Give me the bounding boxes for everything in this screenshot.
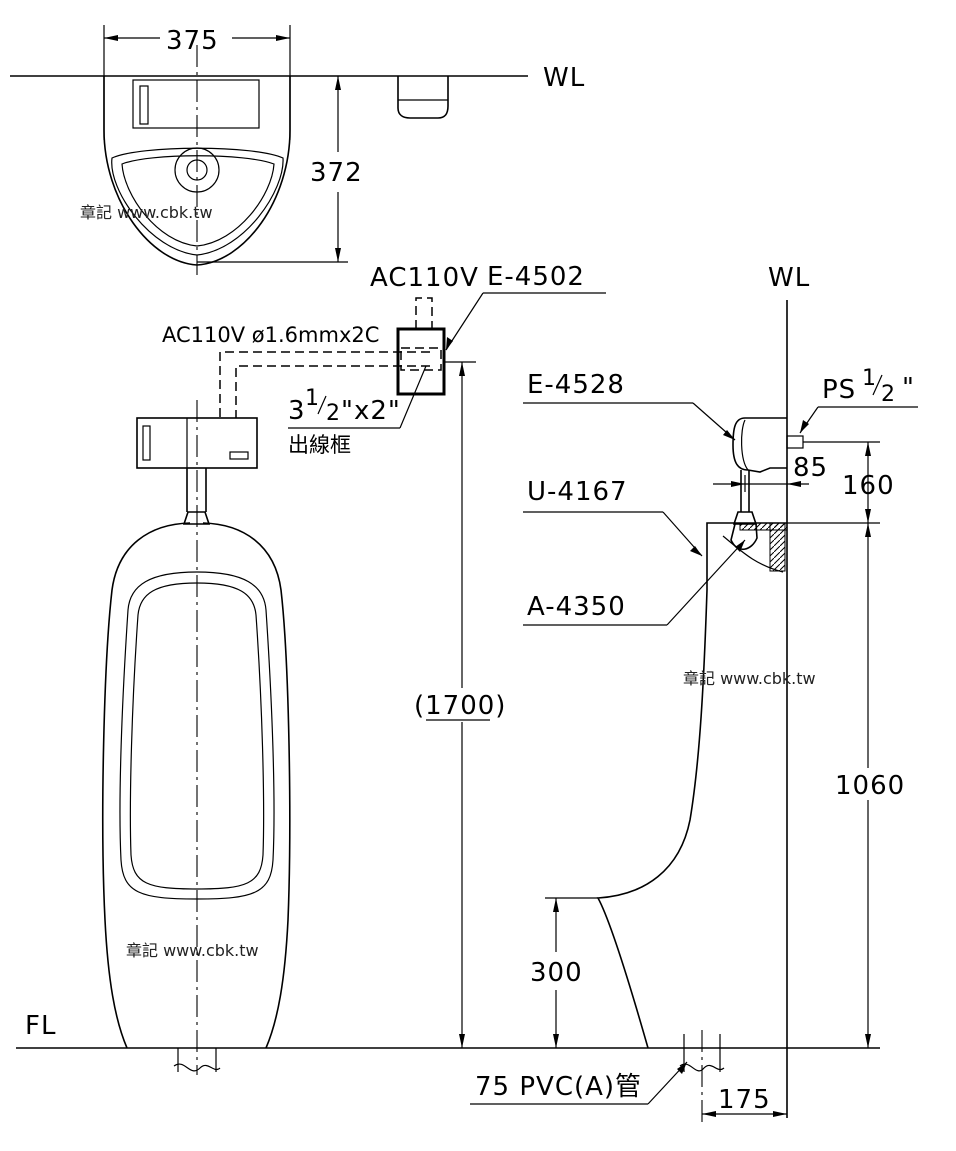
- side-view: WL E-4528 PS 1 2 " 85: [470, 263, 918, 1122]
- urinal-plan-sensor-window: [139, 85, 149, 125]
- outlet-box-label: 出線框: [288, 433, 351, 457]
- dim-1700-text: (1700): [414, 691, 506, 721]
- box-size-leader: [399, 365, 427, 429]
- box-size-suffix: "x2": [341, 396, 401, 426]
- pipe-label: 75 PVC(A)管: [475, 1072, 642, 1102]
- dim-300-arrow-bottom: [553, 1034, 559, 1048]
- dim-175-arrow-left: [702, 1111, 716, 1117]
- ac-cable-label: AC110V ø1.6mmx2C: [162, 323, 379, 347]
- part-u4167-label: U-4167: [527, 477, 628, 507]
- flush-sensor-window: [142, 425, 151, 461]
- ps-suffix: ": [902, 373, 915, 403]
- urinal-front-bowl-inner: [129, 582, 265, 890]
- dim-1060-arrow-bottom: [865, 1034, 871, 1048]
- side-spud: [732, 511, 758, 525]
- box-size-frac-bar: [317, 395, 327, 415]
- dim-1700-arrow-bottom: [459, 1034, 465, 1048]
- front-view: AC110V AC110V ø1.6mmx2C E-4502 3 1 2 "x2…: [101, 262, 606, 1075]
- dim-160-arrow-bottom: [865, 509, 871, 523]
- dim-175-arrow-right: [773, 1111, 787, 1117]
- part-e4502-arrow: [446, 337, 453, 350]
- dim-375-arrow-right: [276, 35, 290, 41]
- dim-160-text: 160: [842, 471, 895, 501]
- spud-connector: [182, 511, 211, 525]
- dim-300-arrow-top: [553, 898, 559, 912]
- dim-372-text: 372: [310, 158, 363, 188]
- front-drain-break: [173, 1063, 221, 1072]
- ps-arrow: [800, 420, 809, 433]
- part-a4350-arrow: [735, 540, 745, 552]
- ps-frac-bar: [872, 374, 883, 396]
- flush-sensor-indicator: [229, 451, 249, 460]
- watermark-side: 章記 www.cbk.tw: [683, 669, 816, 688]
- watermark-front: 章記 www.cbk.tw: [126, 941, 259, 960]
- part-e4528-label: E-4528: [527, 370, 625, 400]
- dim-1060-text: 1060: [835, 771, 905, 801]
- watermark-plan: 章記 www.cbk.tw: [80, 203, 213, 222]
- dim-1700-arrow-top: [459, 362, 465, 376]
- wl-label-top: WL: [543, 63, 585, 93]
- ac-supply-label: AC110V: [370, 263, 479, 293]
- supply-conduit-up: [415, 297, 433, 329]
- part-a4350-leader: [666, 539, 746, 626]
- dim-1060-arrow-top: [865, 523, 871, 537]
- dim-300-text: 300: [530, 958, 583, 988]
- box-size-frac-den: 2: [326, 401, 340, 426]
- dim-85-arrow-left: [731, 481, 745, 487]
- valve-plan-body: [397, 76, 449, 119]
- dim-372-arrow-top: [335, 76, 341, 90]
- pipe-arrow: [677, 1062, 687, 1074]
- dim-372-arrow-bottom: [335, 248, 341, 262]
- outlet-box-inner: [400, 347, 442, 371]
- plan-view: WL 375 372 章記 www.cbk.tw: [10, 25, 585, 275]
- ps-prefix: PS: [822, 375, 856, 405]
- ps-frac-num: 1: [862, 366, 876, 391]
- urinal-front-outline: [101, 522, 291, 1049]
- part-e4528-arrow: [723, 430, 735, 440]
- dim-85-arrow-right: [787, 481, 801, 487]
- outlet-box: [396, 327, 446, 396]
- supply-stub: [786, 435, 804, 449]
- dim-85-text: 85: [793, 453, 828, 483]
- part-a4350-label: A-4350: [527, 592, 626, 622]
- box-size-frac-num: 1: [305, 386, 319, 411]
- dim-175-text: 175: [718, 1085, 771, 1115]
- front-drain-pipe: [177, 1048, 217, 1072]
- part-e4502-label: E-4502: [487, 262, 585, 292]
- urinal-plan-inner2: [121, 155, 275, 247]
- dim-375-arrow-left: [104, 35, 118, 41]
- wl-label-side: WL: [768, 263, 810, 293]
- box-size-prefix: 3: [288, 396, 306, 426]
- flush-valve-face: [741, 419, 749, 471]
- side-spud-body: [730, 523, 758, 550]
- side-drain-break: [679, 1063, 725, 1072]
- urinal-plan-back-panel: [132, 79, 260, 129]
- dim-375-text: 375: [166, 26, 219, 56]
- part-u4167-arrow: [690, 546, 702, 556]
- cable-route: [219, 351, 430, 418]
- fl-label: FL: [25, 1011, 56, 1041]
- dim-160-arrow-top: [865, 442, 871, 456]
- urinal-side-outline: [596, 522, 787, 1049]
- ps-frac-den: 2: [881, 382, 895, 407]
- cable-route-2: [235, 365, 430, 418]
